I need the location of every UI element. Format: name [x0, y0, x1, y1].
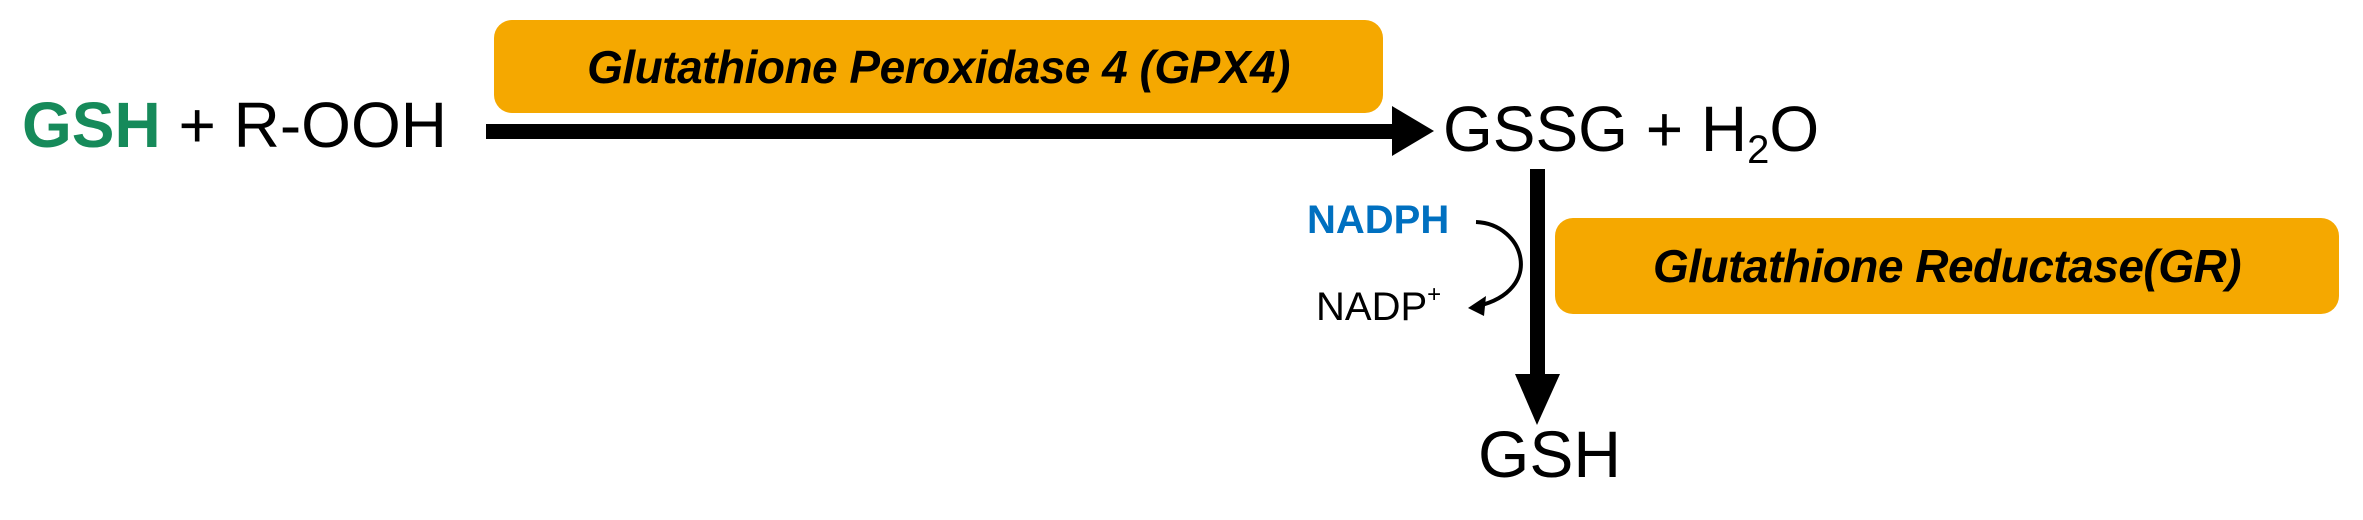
- nadph-curved-arrow: [1468, 220, 1523, 316]
- oxygen-label: O: [1769, 93, 1820, 165]
- gssg-h-label: GSSG + H: [1443, 93, 1748, 165]
- reaction1-substrates: GSH + R-OOH: [22, 90, 447, 160]
- gpx4-enzyme-box: Glutathione Peroxidase 4 (GPX4): [494, 20, 1383, 113]
- nadp-plus-label: NADP+: [1316, 281, 1441, 330]
- gsh-substrate: GSH: [22, 89, 161, 161]
- gr-enzyme-box: Glutathione Reductase(GR): [1555, 218, 2339, 314]
- subscript-2: 2: [1747, 128, 1770, 172]
- nadp-text: NADP: [1316, 285, 1428, 329]
- reaction1-products: GSSG + H2O: [1443, 94, 1819, 185]
- gr-enzyme-label: Glutathione Reductase(GR): [1652, 240, 2242, 292]
- nadp-charge: +: [1427, 281, 1442, 308]
- gr-reaction-arrow: [1515, 169, 1560, 425]
- gpx4-reaction-arrow: [486, 106, 1434, 156]
- gsh-product: GSH: [1478, 417, 1622, 491]
- gpx4-enzyme-label: Glutathione Peroxidase 4 (GPX4): [587, 40, 1290, 93]
- nadph-label: NADPH: [1307, 198, 1450, 242]
- r-ooh-substrate: + R-OOH: [178, 89, 447, 161]
